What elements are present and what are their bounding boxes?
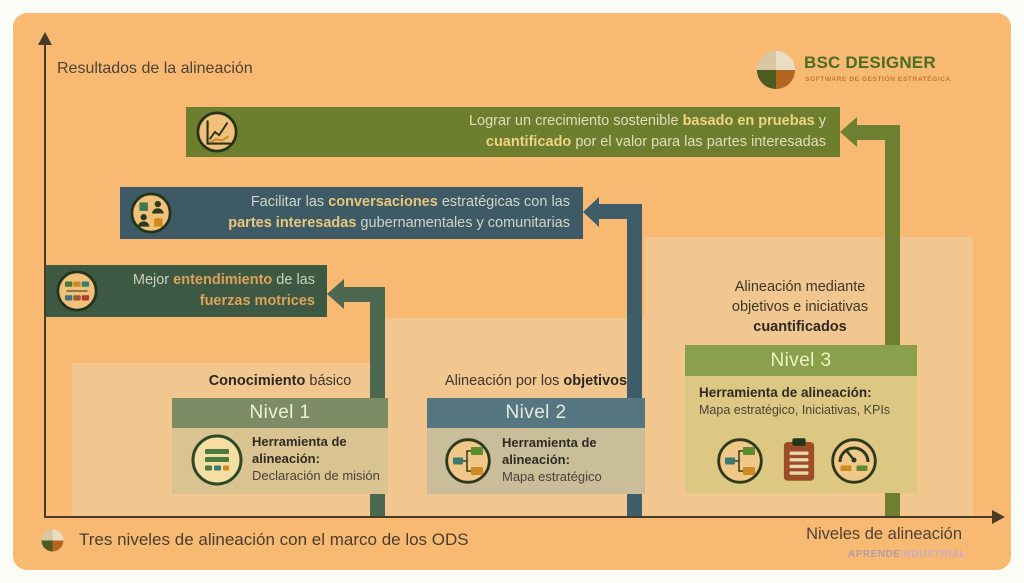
pie-quadrant-logo-icon [756,50,796,90]
level2-title-bar: Nivel 2 [427,398,645,428]
x-axis-arrow-icon [992,510,1005,524]
level2-arrowhead-icon [583,197,599,227]
growth-chart-icon [196,111,238,153]
level3-caption: Alineación mediante objetivos e iniciati… [731,279,869,335]
level2-tool-text: Herramienta de alineación: Mapa estratég… [502,435,602,484]
strategy-tree-icon [717,438,763,484]
level1-title-bar: Nivel 1 [172,398,388,428]
level3-arrowhead-icon [840,117,857,147]
watermark: APRENDEINDUSTRIAL [848,549,966,560]
outcome-banner-level3-text: Lograr un crecimiento sostenible basado … [468,113,826,150]
mission-statement-icon [191,434,243,486]
level1-caption: Conocimiento básico [208,373,352,389]
outcome-banner-level2: Facilitar las conversaciones estratégica… [120,187,583,239]
y-axis-line [44,44,46,518]
y-axis-label: Resultados de la alineación [57,60,253,77]
footer-pie-logo-icon [41,529,64,552]
initiatives-clipboard-icon [783,438,815,481]
footer-caption: Tres niveles de alineación con el marco … [79,530,469,549]
outcome-banner-level3: Lograr un crecimiento sostenible basado … [186,107,840,157]
x-axis-line [44,516,994,518]
level3-title-bar: Nivel 3 [685,345,917,376]
kpi-gauge-icon [831,438,877,484]
stakeholders-icon [130,192,172,234]
brand-tagline: SOFTWARE DE GESTIÓN ESTRATÉGICA [805,76,951,83]
level2-arrow-arm [598,204,642,219]
outcome-banner-level1: Mejor entendimiento de las fuerzas motri… [46,265,327,317]
outcome-banner-level1-text: Mejor entendimiento de las fuerzas motri… [132,272,315,309]
x-axis-label: Niveles de alineación [806,525,962,543]
strategy-tree-icon [445,438,491,484]
brand-name: BSC DESIGNER [804,53,936,72]
strategy-map-icon [56,270,98,312]
level1-tool-text: Herramienta de alineación: Declaración d… [252,434,380,483]
level1-arrow-arm [344,287,385,302]
level1-arrowhead-icon [327,279,344,309]
outcome-banner-level2-text: Facilitar las conversaciones estratégica… [228,194,570,231]
level3-tool-text: Herramienta de alineación: Mapa estratég… [699,385,891,417]
y-axis-arrow-icon [38,32,52,45]
level2-caption: Alineación por los objetivos [444,373,628,389]
level3-arrow-arm [856,125,900,140]
